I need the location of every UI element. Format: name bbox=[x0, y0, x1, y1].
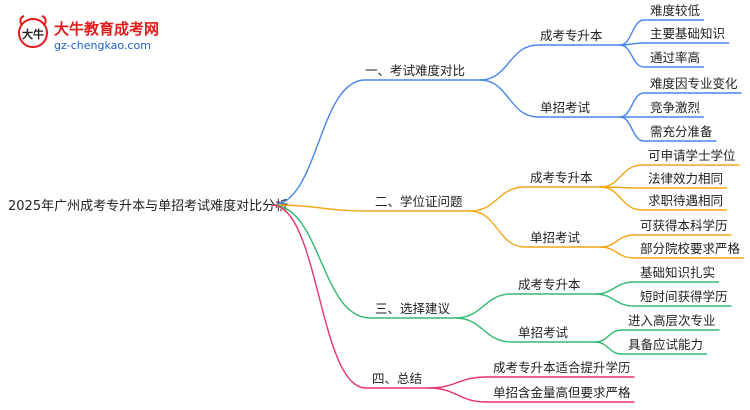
leaf-connector bbox=[599, 186, 643, 211]
leaf-label: 难度较低 bbox=[650, 3, 701, 18]
leaf-label: 法律效力相同 bbox=[648, 171, 723, 186]
leaf-label: 部分院校要求严格 bbox=[640, 241, 741, 256]
branch-label: 二、学位证问题 bbox=[375, 194, 463, 209]
leaf-connector bbox=[599, 234, 635, 248]
sub-connector bbox=[479, 44, 539, 81]
leaf-connector bbox=[427, 376, 488, 389]
leaf-label: 竞争激烈 bbox=[650, 100, 700, 115]
leaf-connector bbox=[594, 293, 635, 307]
connector-lines bbox=[271, 19, 744, 403]
leaf-label: 需充分准备 bbox=[650, 124, 713, 139]
sub-connector bbox=[454, 317, 513, 343]
branch-connector bbox=[271, 204, 371, 212]
leaf-connector bbox=[599, 246, 635, 259]
sub-topic-label: 成考专升本 bbox=[518, 277, 581, 292]
sub-topic-label: 单招考试 bbox=[530, 230, 581, 245]
sub-topic-label: 成考专升本 bbox=[540, 28, 603, 43]
branch-connector bbox=[271, 204, 371, 319]
leaf-label: 进入高层次专业 bbox=[628, 313, 716, 328]
branch-label: 四、总结 bbox=[372, 371, 422, 386]
leaf-connector bbox=[619, 92, 645, 118]
leaf-connector bbox=[594, 341, 623, 355]
branch-connector bbox=[271, 204, 367, 389]
logo: 大牛 大牛教育成考网 gz-chengkao.com bbox=[18, 15, 159, 52]
sub-topic-label: 单招考试 bbox=[518, 325, 569, 340]
leaf-connector bbox=[427, 387, 488, 403]
leaf-connector bbox=[594, 281, 635, 295]
mindmap-nodes: 一、考试难度对比成考专升本难度较低主要基础知识通过率高单招考试难度因专业变化竞争… bbox=[365, 3, 741, 400]
leaf-label: 单招含金量高但要求严格 bbox=[493, 385, 631, 400]
leaf-connector bbox=[619, 116, 645, 142]
branch-label: 一、考试难度对比 bbox=[365, 63, 465, 78]
logo-title: 大牛教育成考网 bbox=[54, 20, 159, 38]
logo-mark: 大牛 bbox=[22, 27, 44, 41]
leaf-label: 难度因专业变化 bbox=[650, 76, 738, 91]
branch-label: 三、选择建议 bbox=[375, 301, 451, 316]
sub-connector bbox=[454, 293, 513, 319]
leaf-connector bbox=[619, 44, 645, 68]
leaf-connector bbox=[619, 19, 645, 46]
leaf-label: 求职待遇相同 bbox=[648, 193, 723, 208]
leaf-connector bbox=[599, 164, 643, 188]
leaf-label: 通过率高 bbox=[650, 50, 700, 65]
logo-url: gz-chengkao.com bbox=[54, 39, 151, 52]
sub-connector bbox=[479, 79, 539, 118]
leaf-label: 短时间获得学历 bbox=[640, 289, 728, 304]
sub-connector bbox=[469, 186, 526, 212]
leaf-label: 可获得本科学历 bbox=[640, 218, 728, 233]
leaf-connector bbox=[594, 329, 623, 343]
leaf-label: 主要基础知识 bbox=[650, 26, 725, 41]
leaf-label: 具备应试能力 bbox=[628, 337, 703, 352]
branch-connector bbox=[271, 79, 366, 206]
root-topic: 2025年广州成考专升本与单招考试难度对比分析 bbox=[8, 198, 288, 214]
sub-connector bbox=[469, 210, 526, 248]
leaf-label: 可申请学士学位 bbox=[648, 148, 736, 163]
leaf-label: 成考专升本适合提升学历 bbox=[493, 360, 631, 375]
bull-logo-icon: 大牛 bbox=[18, 15, 48, 48]
leaf-label: 基础知识扎实 bbox=[640, 265, 715, 280]
sub-topic-label: 单招考试 bbox=[540, 100, 591, 115]
sub-topic-label: 成考专升本 bbox=[530, 170, 593, 185]
